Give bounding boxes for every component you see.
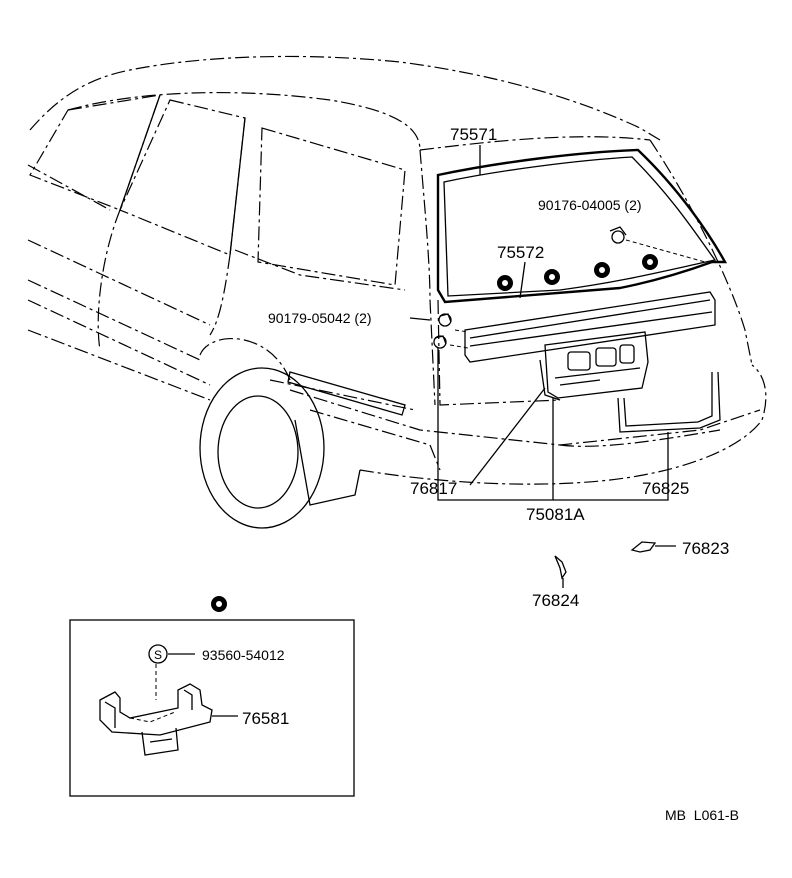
label-76817: 76817 xyxy=(410,479,457,498)
nut-90179 xyxy=(433,313,452,349)
rear-wheel xyxy=(199,337,361,529)
label-76824: 76824 xyxy=(532,591,579,610)
license-plate-garnish-75081A xyxy=(539,331,649,401)
clip-90176 xyxy=(609,226,706,263)
label-75081A: 75081A xyxy=(526,505,585,524)
footer-code: MB L061-B xyxy=(665,807,739,823)
part-76824-shape xyxy=(554,555,567,588)
spacer-75572 xyxy=(497,254,658,291)
label-75571: 75571 xyxy=(450,125,497,144)
label-75572: 75572 xyxy=(497,243,544,262)
door-lines xyxy=(97,209,406,416)
standard-part-symbol: S xyxy=(154,648,162,662)
leader-lines xyxy=(409,145,669,501)
label-90176: 90176-04005 (2) xyxy=(538,197,642,213)
standard-part-icon xyxy=(148,644,168,664)
inset-box xyxy=(69,596,355,797)
label-76823: 76823 xyxy=(682,539,729,558)
hatch-glass-75571 xyxy=(419,148,728,406)
label-93560: 93560-54012 xyxy=(202,647,285,663)
part-76823-shape xyxy=(630,541,676,553)
label-76825: 76825 xyxy=(642,479,689,498)
car-body-outline xyxy=(27,55,767,485)
label-90179: 90179-05042 (2) xyxy=(268,310,372,326)
moulding-76825 xyxy=(617,371,721,433)
back-door-garnish xyxy=(449,291,716,363)
label-76581: 76581 xyxy=(242,709,289,728)
side-windows xyxy=(29,94,406,286)
